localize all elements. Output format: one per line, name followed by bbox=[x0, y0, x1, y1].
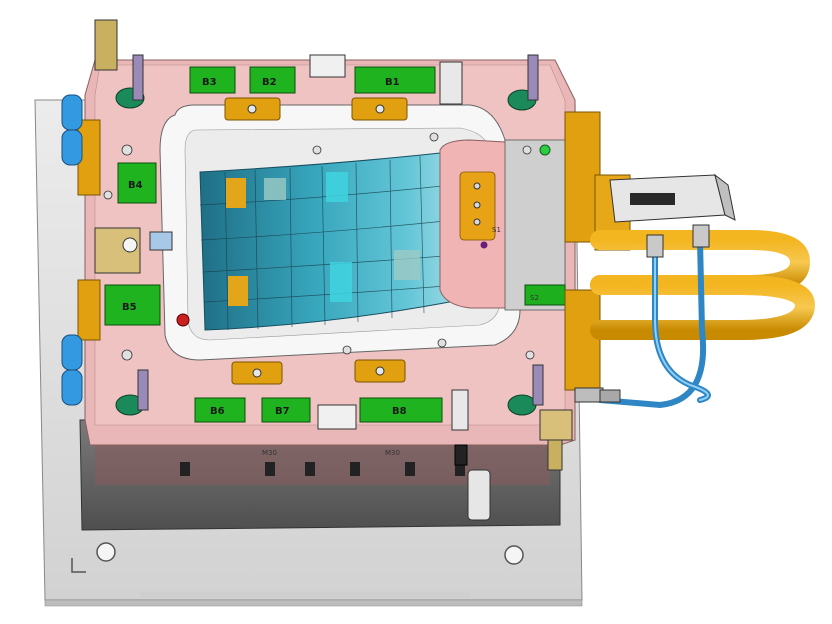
red-marker bbox=[176, 313, 190, 327]
slider-block: S1 S2 bbox=[439, 139, 566, 311]
label-plate bbox=[354, 66, 436, 94]
plate-label: B5 bbox=[122, 302, 137, 313]
guide-pillar bbox=[507, 54, 539, 111]
label-plate bbox=[117, 162, 157, 204]
plate-label: B2 bbox=[262, 77, 277, 88]
slider-label: S2 bbox=[530, 294, 539, 302]
nameplate bbox=[630, 193, 675, 205]
plate-label: B3 bbox=[202, 77, 217, 88]
bolt-hole bbox=[96, 542, 116, 562]
bottom-locking-blocks bbox=[231, 359, 406, 385]
insert-block bbox=[228, 276, 248, 306]
purple-marker bbox=[480, 241, 488, 249]
cooling-pipe-loop bbox=[590, 230, 816, 340]
bottom-label-plates: B6 B7 B8 bbox=[194, 389, 469, 431]
label-plate bbox=[194, 397, 246, 423]
indicator-light bbox=[539, 144, 551, 156]
clamp-block bbox=[317, 404, 357, 430]
label-plate bbox=[249, 66, 296, 94]
insert-block bbox=[226, 178, 246, 208]
slider-label: S1 bbox=[492, 226, 501, 234]
label-plate bbox=[261, 397, 311, 423]
corner-mark bbox=[71, 558, 86, 573]
label-plate bbox=[104, 284, 161, 326]
bottom-connectors bbox=[454, 409, 573, 521]
guide-pillars bbox=[115, 54, 544, 416]
guide-pillar bbox=[115, 369, 149, 416]
sensor bbox=[149, 231, 173, 251]
left-label-plates: B4 B5 bbox=[94, 162, 190, 327]
guide-pillar bbox=[507, 364, 544, 416]
bolt-heads bbox=[103, 132, 535, 361]
plate-label: B1 bbox=[385, 77, 400, 88]
blue-cylinder bbox=[61, 334, 83, 371]
plate-label: B6 bbox=[210, 406, 225, 417]
clamp-block bbox=[439, 61, 463, 105]
insert-block bbox=[330, 262, 352, 302]
guide-pillar bbox=[115, 54, 145, 109]
plate-label: B4 bbox=[128, 180, 143, 191]
engrave-label: M30 bbox=[385, 449, 400, 457]
blue-cylinder bbox=[61, 129, 83, 166]
clamp-block bbox=[451, 389, 469, 431]
top-label-plates: B3 B2 B1 bbox=[189, 54, 463, 105]
label-plate bbox=[359, 397, 443, 423]
clamp-block bbox=[309, 54, 346, 78]
slider-guide bbox=[504, 139, 566, 311]
blue-cylinder bbox=[61, 94, 83, 131]
connector bbox=[467, 469, 491, 521]
blue-cylinder bbox=[61, 369, 83, 406]
top-locking-blocks bbox=[224, 97, 408, 121]
plate-label: B8 bbox=[392, 406, 407, 417]
engraved-text-strip bbox=[140, 592, 470, 598]
lifting-bracket bbox=[94, 19, 118, 71]
cavity-core-surface bbox=[199, 151, 461, 331]
label-plate bbox=[189, 66, 236, 94]
bolt-hole bbox=[504, 545, 524, 565]
left-side-blocks bbox=[61, 19, 118, 406]
hose-fitting bbox=[574, 224, 710, 403]
insert-block bbox=[326, 172, 348, 202]
water-hoses bbox=[597, 237, 711, 409]
engrave-label: M30 bbox=[262, 449, 277, 457]
plate-label: B7 bbox=[275, 406, 290, 417]
